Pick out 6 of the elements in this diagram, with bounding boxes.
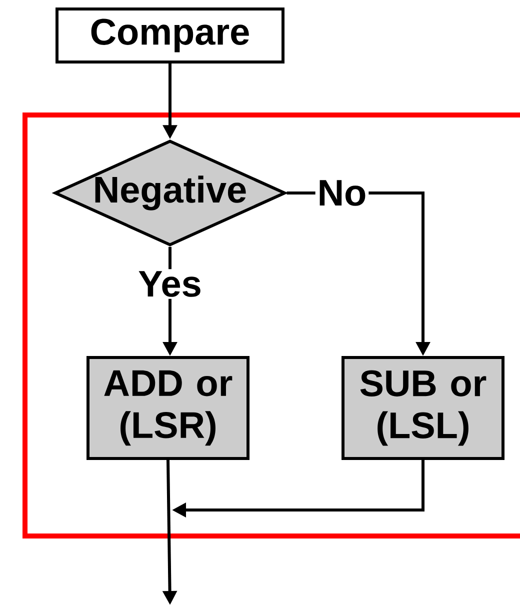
process-box: ADD or (LSR) (86, 356, 250, 460)
process-box: SUB or (LSL) (342, 356, 504, 460)
edge-label: Yes (136, 269, 204, 299)
begin-box: Compare (56, 8, 284, 64)
region-frame (22, 112, 520, 538)
edge-label: No (315, 178, 369, 208)
